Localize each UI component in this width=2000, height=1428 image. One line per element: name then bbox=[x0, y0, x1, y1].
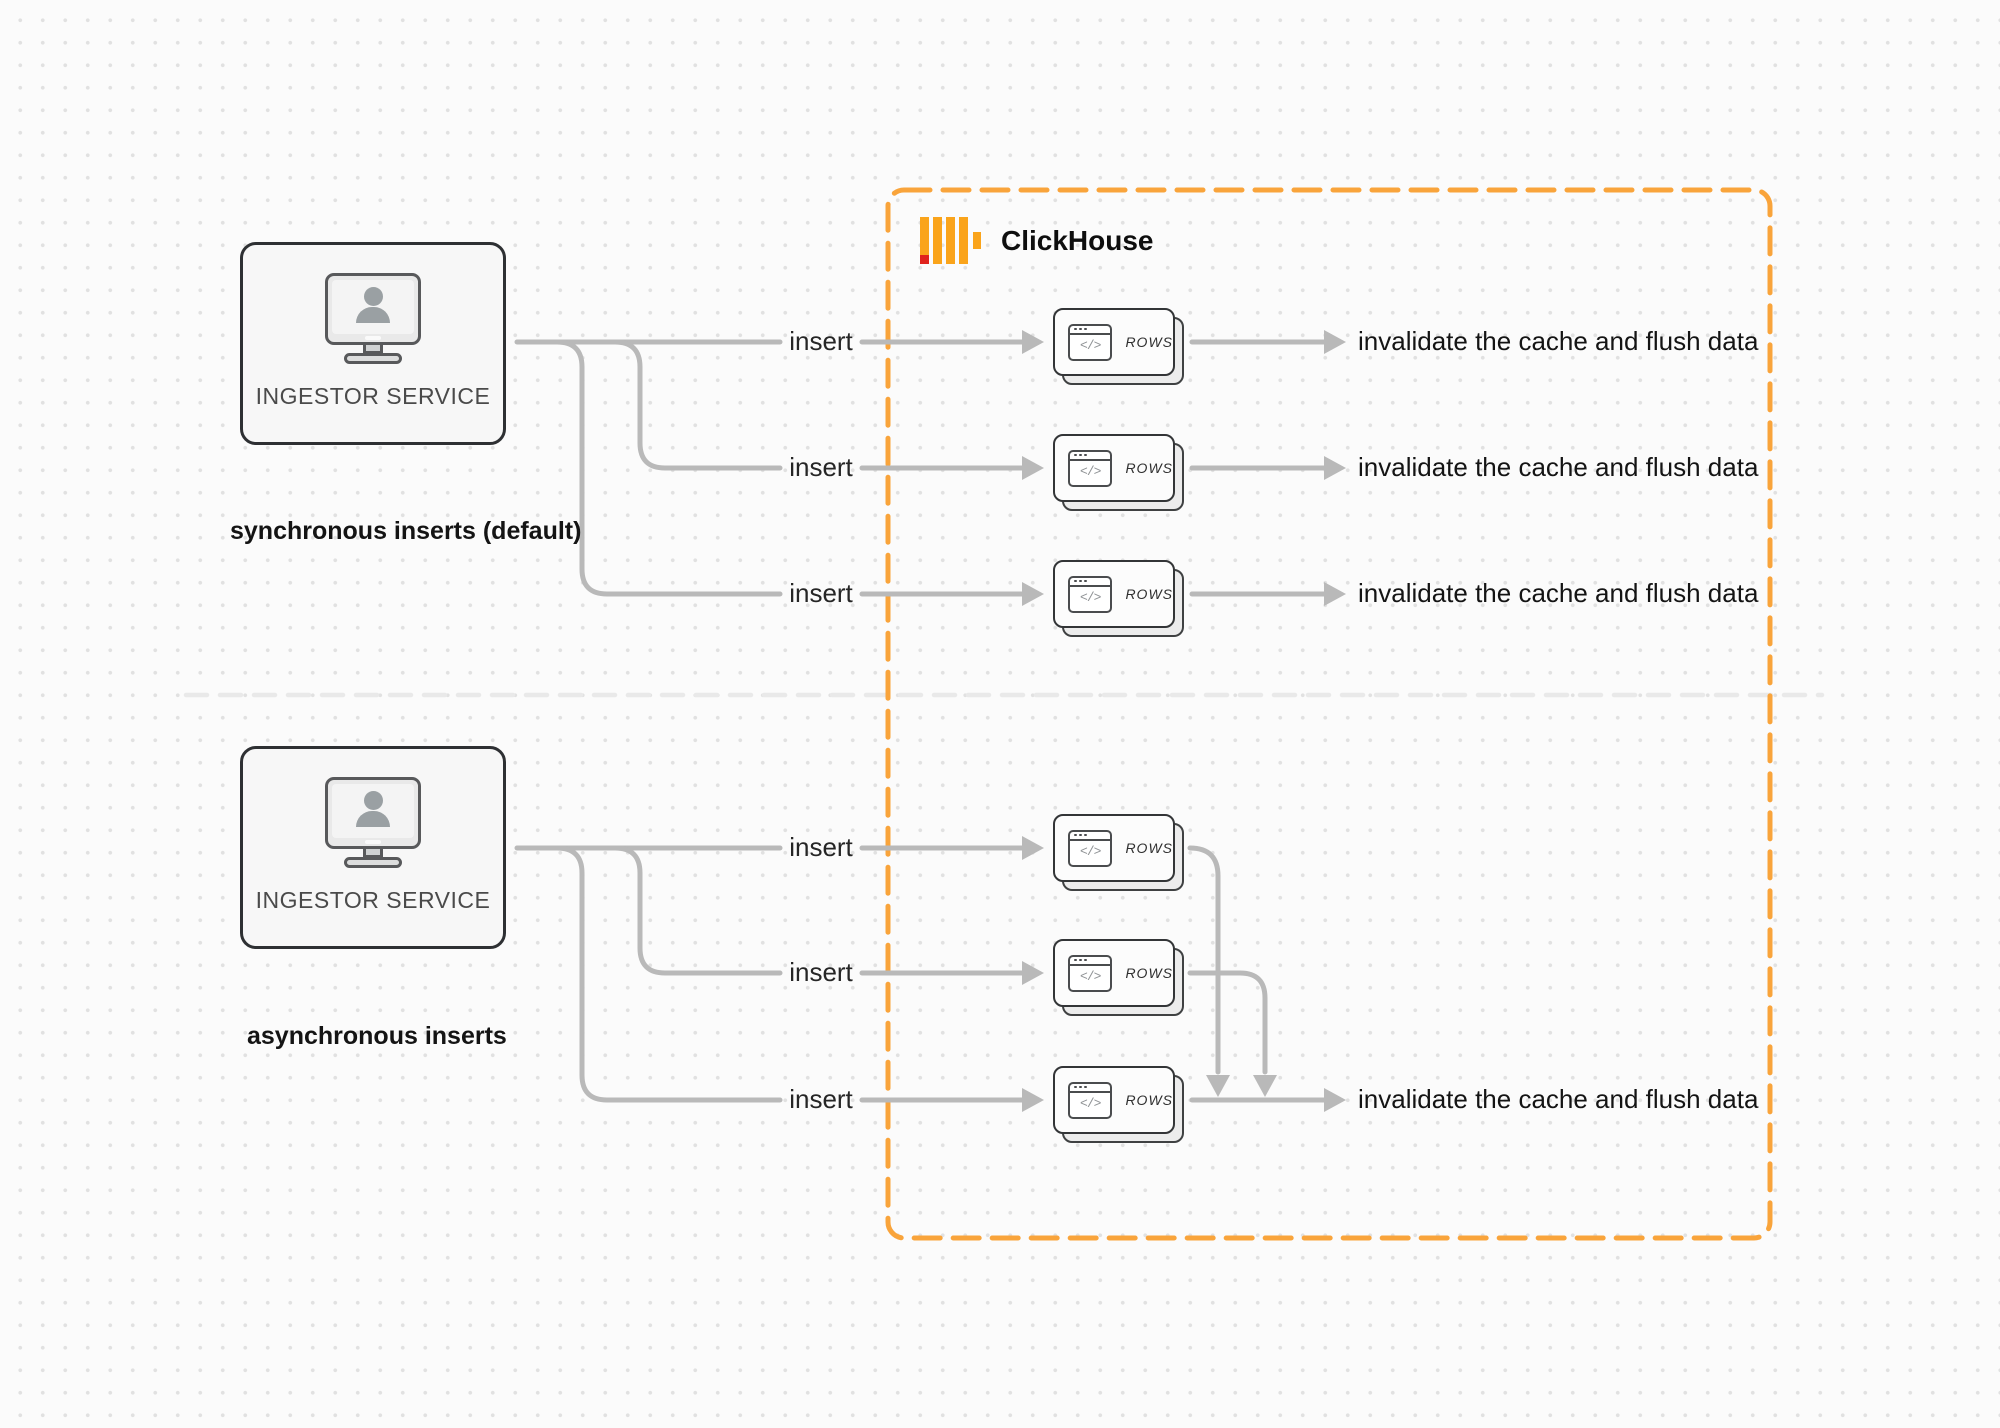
ingestor-service-box-async: INGESTOR SERVICE bbox=[240, 746, 506, 949]
connectors bbox=[514, 339, 1327, 1103]
window-bar bbox=[1070, 1084, 1111, 1093]
logo-bar-icon bbox=[920, 217, 929, 264]
rows-table-card: </> ROWS bbox=[1053, 434, 1184, 511]
screen-notch bbox=[365, 336, 381, 340]
rows-card-front: </> ROWS bbox=[1053, 1066, 1175, 1134]
code-window-icon: </> bbox=[1068, 323, 1113, 361]
arrowhead-icon bbox=[1022, 582, 1044, 606]
outcome-label: invalidate the cache and flush data bbox=[1358, 326, 1759, 356]
person-shoulders-icon bbox=[356, 811, 390, 827]
monitor-user-icon bbox=[325, 777, 421, 868]
arrowhead-icon bbox=[1022, 836, 1044, 860]
window-bar bbox=[1070, 326, 1111, 335]
window-bar bbox=[1070, 452, 1111, 461]
code-window-glyph: </> bbox=[1080, 338, 1101, 353]
arrowhead-icon bbox=[1022, 456, 1044, 480]
section-caption-sync: synchronous inserts (default) bbox=[230, 517, 582, 545]
arrowhead-icon bbox=[1324, 1088, 1346, 1112]
rows-card-front: </> ROWS bbox=[1053, 939, 1175, 1007]
clickhouse-boundary bbox=[885, 187, 1773, 1241]
clickhouse-logo: ClickHouse bbox=[920, 217, 1154, 264]
arrowhead-icon bbox=[1324, 456, 1346, 480]
insert-label: insert bbox=[789, 452, 853, 482]
rows-card-front: </> ROWS bbox=[1053, 308, 1175, 376]
code-window-icon: </> bbox=[1068, 1081, 1113, 1119]
monitor-stand-base bbox=[344, 857, 402, 868]
insert-label: insert bbox=[789, 957, 853, 987]
screen-notch bbox=[365, 840, 381, 844]
async-branch-row3 bbox=[554, 845, 783, 1103]
rows-card-front: </> ROWS bbox=[1053, 560, 1175, 628]
code-window-icon: </> bbox=[1068, 449, 1113, 487]
code-window-icon: </> bbox=[1068, 954, 1113, 992]
logo-bar-short-icon bbox=[973, 232, 981, 249]
arrowhead-down-icon bbox=[1253, 1075, 1277, 1097]
ingestor-service-label: INGESTOR SERVICE bbox=[255, 887, 491, 913]
rows-table-card: </> ROWS bbox=[1053, 814, 1184, 891]
code-window-glyph: </> bbox=[1080, 844, 1101, 859]
rows-table-card: </> ROWS bbox=[1053, 560, 1184, 637]
rows-card-front: </> ROWS bbox=[1053, 814, 1175, 882]
async-branch-row2 bbox=[612, 845, 783, 976]
logo-red-notch-icon bbox=[920, 255, 929, 264]
rows-label: ROWS bbox=[1125, 965, 1173, 981]
insert-label: insert bbox=[789, 326, 853, 356]
rows-table-card: </> ROWS bbox=[1053, 1066, 1184, 1143]
code-window-glyph: </> bbox=[1080, 969, 1101, 984]
insert-label: insert bbox=[789, 832, 853, 862]
person-icon bbox=[363, 791, 383, 810]
monitor-stand bbox=[363, 849, 383, 858]
screen-inner bbox=[332, 280, 414, 334]
rows-table-card: </> ROWS bbox=[1053, 308, 1184, 385]
section-caption-async: asynchronous inserts bbox=[247, 1022, 507, 1050]
ingestor-service-box-sync: INGESTOR SERVICE bbox=[240, 242, 506, 445]
logo-bar-icon bbox=[959, 217, 968, 264]
arrowhead-icon bbox=[1022, 1088, 1044, 1112]
arrowhead-down-icon bbox=[1206, 1075, 1230, 1097]
arrowhead-icon bbox=[1022, 961, 1044, 985]
code-window-glyph: </> bbox=[1080, 464, 1101, 479]
monitor-screen-icon bbox=[325, 777, 421, 849]
insert-label: insert bbox=[789, 1084, 853, 1114]
async-merge-connector-1 bbox=[1187, 845, 1221, 1075]
rows-card-front: </> ROWS bbox=[1053, 434, 1175, 502]
code-window-glyph: </> bbox=[1080, 1096, 1101, 1111]
monitor-stand-base bbox=[344, 353, 402, 364]
person-shoulders-icon bbox=[356, 307, 390, 323]
logo-bar-icon bbox=[946, 217, 955, 264]
outcome-label: invalidate the cache and flush data bbox=[1358, 578, 1759, 608]
rows-label: ROWS bbox=[1125, 334, 1173, 350]
person-icon bbox=[363, 287, 383, 306]
monitor-stand bbox=[363, 345, 383, 354]
rows-label: ROWS bbox=[1125, 1092, 1173, 1108]
rows-label: ROWS bbox=[1125, 586, 1173, 602]
rows-label: ROWS bbox=[1125, 840, 1173, 856]
rows-label: ROWS bbox=[1125, 460, 1173, 476]
code-window-icon: </> bbox=[1068, 575, 1113, 613]
outcome-label: invalidate the cache and flush data bbox=[1358, 452, 1759, 482]
code-window-glyph: </> bbox=[1080, 590, 1101, 605]
window-bar bbox=[1070, 957, 1111, 966]
code-window-icon: </> bbox=[1068, 829, 1113, 867]
logo-bar-icon bbox=[933, 217, 942, 264]
clickhouse-logo-icon bbox=[920, 217, 981, 264]
window-bar bbox=[1070, 578, 1111, 587]
sync-branch-row3 bbox=[554, 339, 783, 597]
sync-branch-row2 bbox=[612, 339, 783, 471]
rows-table-card: </> ROWS bbox=[1053, 939, 1184, 1016]
outcome-label: invalidate the cache and flush data bbox=[1358, 1084, 1759, 1114]
insert-label: insert bbox=[789, 578, 853, 608]
monitor-screen-icon bbox=[325, 273, 421, 345]
screen-inner bbox=[332, 784, 414, 838]
async-merge-connector-2 bbox=[1187, 970, 1268, 1075]
arrowhead-icon bbox=[1022, 330, 1044, 354]
arrowhead-icon bbox=[1324, 582, 1346, 606]
clickhouse-logo-label: ClickHouse bbox=[1001, 224, 1154, 256]
window-bar bbox=[1070, 832, 1111, 841]
ingestor-service-label: INGESTOR SERVICE bbox=[255, 383, 491, 409]
arrowhead-icon bbox=[1324, 330, 1346, 354]
monitor-user-icon bbox=[325, 273, 421, 364]
arrowheads bbox=[1022, 330, 1346, 1112]
